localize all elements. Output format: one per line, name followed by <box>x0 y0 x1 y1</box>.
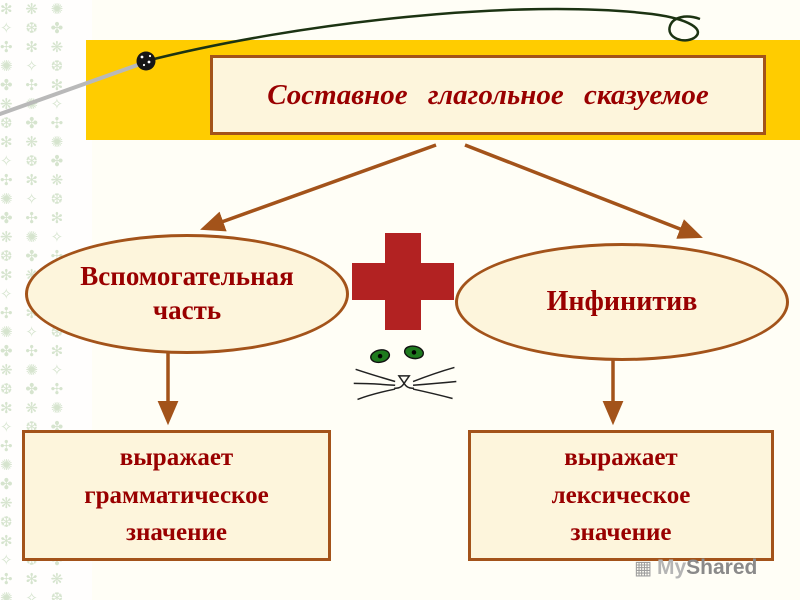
node-grammatical-meaning: выражает грамматическое значение <box>22 430 331 561</box>
myshared-watermark: ▦ MyShared <box>634 556 757 580</box>
cat-eyes <box>370 345 425 364</box>
cat-nose-mouth <box>394 375 415 390</box>
slides-grid-icon: ▦ <box>634 557 652 579</box>
title-box: Составное глагольное сказуемое <box>210 55 766 135</box>
watermark-text: MyShared <box>657 556 757 580</box>
watermark-my: My <box>656 556 687 579</box>
node-auxiliary-part: Вспомогательная часть <box>25 234 349 354</box>
plus-horizontal-bar <box>352 263 454 300</box>
grammatical-meaning-label: выражает грамматическое значение <box>84 444 269 547</box>
slide-title: Составное глагольное сказуемое <box>267 78 709 111</box>
cat-whiskers <box>353 366 457 401</box>
arrow-title-to-left-ellipse <box>200 143 437 232</box>
infinitive-label: Инфинитив <box>546 286 698 317</box>
lexical-meaning-label: выражает лексическое значение <box>551 444 691 547</box>
watermark-shared: Shared <box>686 556 758 579</box>
auxiliary-part-label: Вспомогательная часть <box>80 261 294 325</box>
node-lexical-meaning: выражает лексическое значение <box>468 430 774 561</box>
cat-face-drawing <box>353 345 457 401</box>
node-infinitive: Инфинитив <box>455 243 789 361</box>
plus-icon <box>352 233 454 330</box>
arrow-title-to-right-ellipse <box>464 143 703 239</box>
